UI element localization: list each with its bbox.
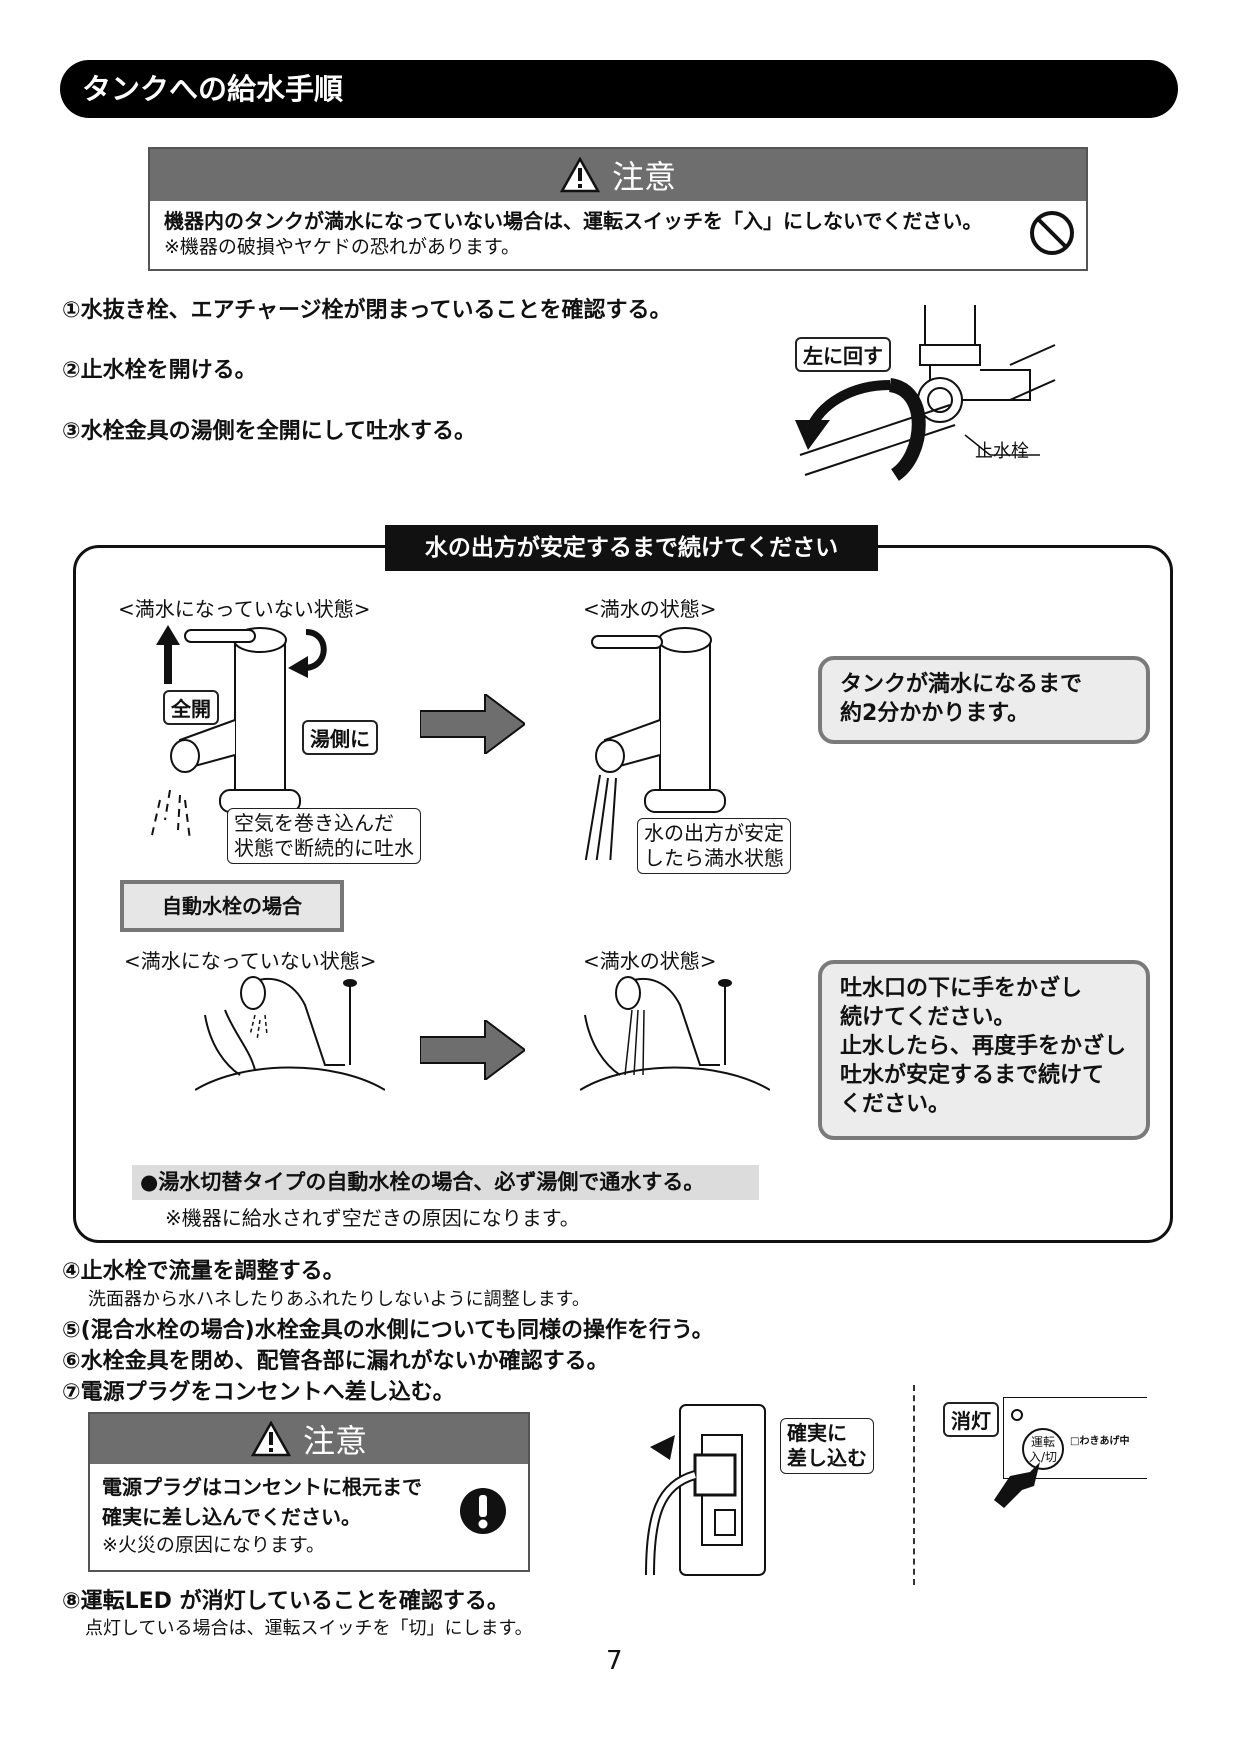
hot-side-tag: 湯側に [302, 720, 378, 755]
caution-heading: 注意 [611, 158, 676, 196]
led-off-tag: 消灯 [943, 1402, 999, 1437]
caution-sub-text: ※機器の破損やヤケドの恐れがあります。 [164, 236, 521, 258]
step-4: ④止水栓で流量を調整する。 [62, 1259, 345, 1284]
hot-side-note-sub: ※機器に給水されず空だきの原因になります。 [165, 1206, 580, 1230]
step-8: ⑧運転LED が消灯していることを確認する。 [62, 1589, 509, 1614]
mandatory-action-icon [460, 1488, 506, 1534]
transition-arrow-icon [420, 694, 525, 754]
caution-plug-heading: 注意 [302, 1422, 367, 1460]
hot-side-note: ●湯水切替タイプの自動水栓の場合、必ず湯側で通水する。 [132, 1165, 759, 1200]
caution-plug-line-2: 確実に差し込んでください。 [102, 1505, 361, 1529]
auto-faucet-not-full-illustration [195, 976, 385, 1091]
full-open-tag: 全開 [163, 690, 219, 725]
auto-faucet-label: 自動水栓の場合 [120, 880, 344, 932]
page-number: 7 [606, 1646, 623, 1676]
step-8-sub: 点灯している場合は、運転スイッチを「切」にします。 [85, 1618, 533, 1639]
faucet-not-full-illustration [151, 625, 301, 841]
stop-valve-label: 止水栓 [975, 441, 1029, 462]
caution-plug-sub: ※火災の原因になります。 [102, 1534, 326, 1556]
caution-header: 注意 [150, 149, 1086, 201]
warning-triangle-icon [559, 157, 600, 193]
step-3: ③水栓金具の湯側を全開にして吐水する。 [62, 419, 476, 444]
step-7: ⑦電源プラグをコンセントへ差し込む。 [62, 1380, 455, 1405]
auto-faucet-full-illustration [580, 976, 770, 1091]
caution-box-plug: 注意 電源プラグはコンセントに根元まで 確実に差し込んでください。 ※火災の原因… [88, 1412, 530, 1572]
faucet-full-illustration [584, 627, 726, 860]
step-2: ②止水栓を開ける。 [62, 358, 257, 383]
caution-plug-line-1: 電源プラグはコンセントに根元まで [102, 1475, 422, 1499]
insert-firmly-callout: 確実に 差し込む [780, 1418, 874, 1474]
step-4-sub: 洗面器から水ハネしたりあふれたりしないように調整します。 [88, 1289, 590, 1310]
stop-valve-illustration [795, 305, 1056, 481]
figure-divider [913, 1385, 915, 1585]
outlet-plug-illustration [645, 1404, 766, 1576]
led-indicator-icon [1011, 1409, 1023, 1421]
fill-time-note: タンクが満水になるまで 約2分かかります。 [818, 656, 1150, 744]
auto-state-not-full-label: <満水になっていない状態> [124, 949, 377, 973]
caution-main-text: 機器内のタンクが満水になっていない場合は、運転スイッチを「入」にしないでください… [164, 209, 983, 233]
air-mixed-callout: 空気を巻き込んだ 状態で断続的に吐水 [227, 808, 421, 864]
caution-box: 注意 機器内のタンクが満水になっていない場合は、運転スイッチを「入」にしないでく… [148, 147, 1088, 271]
stable-callout: 水の出方が安定 したら満水状態 [637, 818, 791, 874]
pointing-hand-icon [994, 1462, 1040, 1508]
state-not-full-label: <満水になっていない状態> [118, 597, 371, 621]
state-full-label: <満水の状態> [583, 597, 717, 621]
rotate-arrow-icon [288, 629, 327, 678]
warning-triangle-icon [250, 1421, 291, 1457]
power-switch-button[interactable]: 運転 入/切 [1022, 1428, 1064, 1470]
control-panel [1003, 1397, 1147, 1479]
step-1: ①水抜き栓、エアチャージ栓が閉まっていることを確認する。 [62, 298, 672, 323]
section-title: タンクへの給水手順 [60, 60, 1178, 118]
frame-title: 水の出方が安定するまで続けてください [385, 525, 878, 571]
auto-faucet-note: 吐水口の下に手をかざし 続けてください。 止水したら、再度手をかざし 吐水が安定… [818, 960, 1150, 1140]
step-6: ⑥水栓金具を閉め、配管各部に漏れがないか確認する。 [62, 1349, 609, 1374]
reheat-indicator-label: □わきあげ中 [1070, 1436, 1130, 1447]
step-5: ⑤(混合水栓の場合)水栓金具の水側についても同様の操作を行う。 [62, 1318, 714, 1343]
auto-state-full-label: <満水の状態> [583, 949, 717, 973]
caution-plug-header: 注意 [90, 1414, 528, 1464]
prohibition-icon [1030, 211, 1074, 255]
turn-left-label: 左に回す [795, 337, 891, 372]
auto-transition-arrow-icon [420, 1020, 525, 1080]
